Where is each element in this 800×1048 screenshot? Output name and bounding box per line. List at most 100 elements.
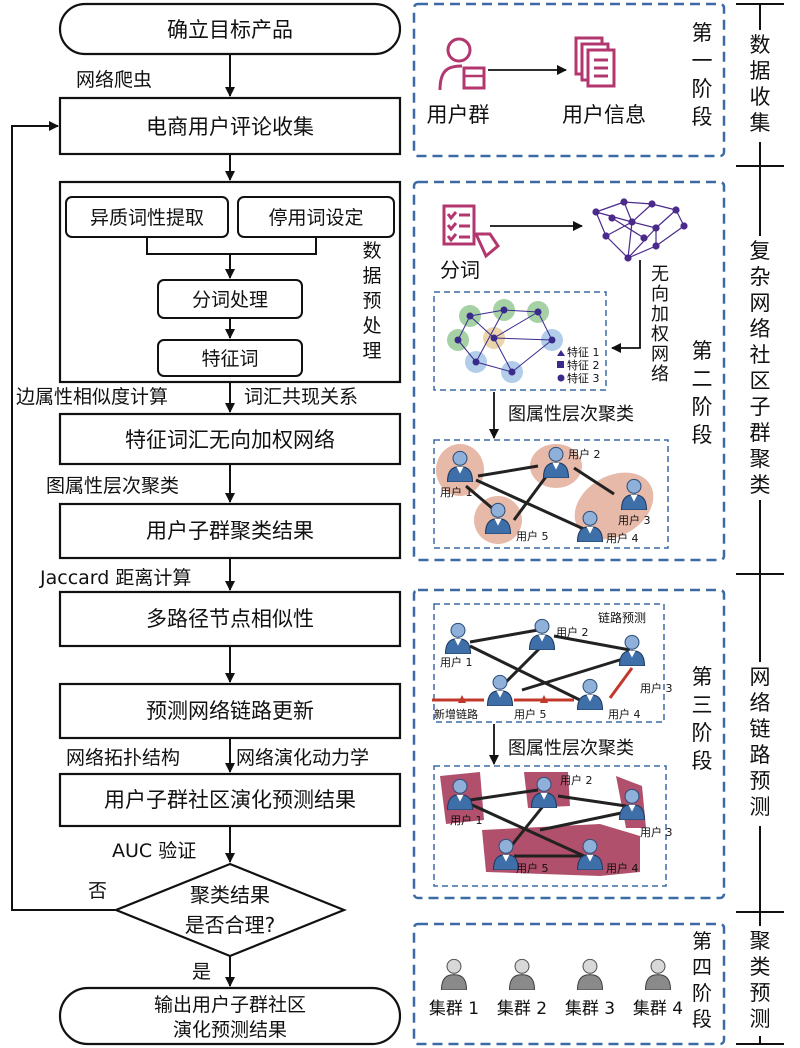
svg-text:链: 链 bbox=[750, 717, 771, 741]
s3b-user1-label: 用户 1 bbox=[450, 813, 483, 827]
svg-text:第: 第 bbox=[692, 339, 713, 363]
svg-text:类: 类 bbox=[750, 955, 771, 979]
stage4-label: 第 四 阶 段 bbox=[692, 929, 712, 1031]
svg-text:阶: 阶 bbox=[692, 721, 713, 745]
legend-feature-2: 特征 2 bbox=[567, 358, 600, 372]
feature-legend: 特征 1 特征 2 特征 3 bbox=[557, 345, 600, 385]
edge-label-hier-cluster: 图属性层次聚类 bbox=[46, 475, 179, 497]
preprocess-group: 异质词性提取 停用词设定 分词处理 特征词 数 据 预 处 理 bbox=[58, 180, 402, 384]
s3a-user1-label: 用户 1 bbox=[440, 655, 473, 669]
legend-feature-3: 特征 3 bbox=[567, 371, 600, 385]
s2-user5-label: 用户 5 bbox=[516, 529, 549, 543]
s3a-user2-label: 用户 2 bbox=[556, 625, 589, 639]
svg-text:据: 据 bbox=[362, 265, 381, 287]
user-group-icon bbox=[438, 37, 486, 91]
flow-evolution-result: 用户子群社区演化预测结果 bbox=[58, 772, 402, 828]
stage2-box: 分词 无 向 加 权 网 络 bbox=[412, 180, 726, 562]
edge-label-cooccurrence: 词汇共现关系 bbox=[244, 386, 358, 408]
cluster4-icon bbox=[644, 958, 672, 990]
label-user-info: 用户信息 bbox=[562, 103, 646, 127]
label-hier-cluster-2: 图属性层次聚类 bbox=[508, 404, 634, 425]
cluster3-icon bbox=[576, 958, 604, 990]
svg-text:段: 段 bbox=[692, 105, 713, 129]
edge-label-jaccard: Jaccard 距离计算 bbox=[39, 567, 191, 589]
node-link-update: 预测网络链路更新 bbox=[146, 699, 314, 723]
phase-label-cluster-prediction: 聚 类 预 测 bbox=[748, 926, 772, 1036]
edge-label-topology: 网络拓扑结构 bbox=[66, 747, 180, 769]
decision-line1: 聚类结果 bbox=[190, 883, 270, 907]
svg-text:第: 第 bbox=[692, 665, 713, 689]
svg-text:收: 收 bbox=[750, 85, 771, 109]
label-hier-cluster-3: 图属性层次聚类 bbox=[508, 738, 634, 759]
node-evolution-result: 用户子群社区演化预测结果 bbox=[104, 788, 356, 812]
label-new-link: 新增链路 bbox=[434, 707, 478, 721]
label-cluster-4: 集群 4 bbox=[633, 999, 683, 1019]
svg-text:阶: 阶 bbox=[692, 395, 713, 419]
svg-text:段: 段 bbox=[692, 749, 713, 773]
edge-label-auc: AUC 验证 bbox=[112, 840, 196, 862]
node-feature-words: 特征词 bbox=[201, 348, 258, 370]
documents-icon bbox=[574, 36, 616, 88]
svg-text:预: 预 bbox=[362, 290, 381, 312]
svg-text:第: 第 bbox=[692, 929, 712, 953]
node-multipath-similarity: 多路径节点相似性 bbox=[146, 607, 314, 631]
svg-text:网: 网 bbox=[750, 665, 771, 689]
svg-text:络: 络 bbox=[651, 364, 669, 385]
s3a-user4-label: 用户 4 bbox=[608, 707, 641, 721]
flow-decision: 聚类结果 是否合理? bbox=[113, 862, 347, 958]
label-cluster-3: 集群 3 bbox=[565, 999, 615, 1019]
svg-text:杂: 杂 bbox=[750, 265, 771, 289]
svg-text:聚: 聚 bbox=[750, 929, 771, 953]
svg-text:三: 三 bbox=[692, 693, 713, 717]
checklist-icon bbox=[442, 204, 500, 259]
stage2-label: 第 二 阶 段 bbox=[692, 339, 713, 447]
flow-cluster-result: 用户子群聚类结果 bbox=[58, 502, 402, 560]
node-output-line2: 演化预测结果 bbox=[173, 1019, 287, 1041]
label-cluster-1: 集群 1 bbox=[429, 999, 479, 1019]
preprocess-label: 数 据 预 处 理 bbox=[362, 240, 381, 362]
node-segmentation: 分词处理 bbox=[192, 289, 268, 311]
s3b-user4-label: 用户 4 bbox=[606, 861, 639, 875]
edge-label-crawler: 网络爬虫 bbox=[76, 69, 152, 91]
user-clusters-stage2 bbox=[436, 444, 654, 544]
stage1-box: 用户群 用户信息 第 一 阶 段 bbox=[412, 2, 726, 158]
svg-text:子: 子 bbox=[750, 395, 771, 419]
svg-text:路: 路 bbox=[750, 743, 771, 767]
svg-text:络: 络 bbox=[750, 317, 771, 341]
s2-user1-label: 用户 1 bbox=[440, 485, 473, 499]
stage1-label: 第 一 阶 段 bbox=[692, 21, 713, 129]
stage3-box: 链路预测 用户 1 用户 2 用户 3 用户 4 用 bbox=[412, 588, 726, 900]
purple-network-icon bbox=[592, 198, 688, 262]
flow-end: 输出用户子群社区 演化预测结果 bbox=[58, 986, 402, 1046]
phase-label-link-prediction: 网 络 链 路 预 测 bbox=[748, 662, 772, 826]
svg-text:预: 预 bbox=[750, 981, 771, 1005]
s3a-user5-label: 用户 5 bbox=[514, 707, 547, 721]
s3b-user3-label: 用户 3 bbox=[640, 825, 673, 839]
svg-text:向: 向 bbox=[651, 284, 669, 305]
s3a-user3-label: 用户 3 bbox=[640, 681, 673, 695]
svg-text:据: 据 bbox=[750, 59, 771, 83]
node-weighted-network: 特征词汇无向加权网络 bbox=[125, 428, 335, 452]
svg-text:权: 权 bbox=[651, 324, 669, 345]
node-output-line1: 输出用户子群社区 bbox=[154, 994, 306, 1016]
svg-text:四: 四 bbox=[692, 955, 712, 979]
legend-feature-1: 特征 1 bbox=[567, 345, 600, 359]
svg-text:处: 处 bbox=[362, 315, 381, 337]
decision-line2: 是否合理? bbox=[185, 913, 276, 937]
svg-text:社: 社 bbox=[750, 343, 771, 367]
svg-text:理: 理 bbox=[362, 340, 381, 362]
flow-network: 特征词汇无向加权网络 bbox=[58, 412, 402, 466]
s3b-user5-label: 用户 5 bbox=[516, 861, 549, 875]
node-review-collection: 电商用户评论收集 bbox=[146, 115, 314, 139]
s3b-user2-label: 用户 2 bbox=[560, 773, 593, 787]
feature-network-icon bbox=[447, 299, 563, 383]
svg-text:络: 络 bbox=[750, 691, 771, 715]
label-cluster-2: 集群 2 bbox=[497, 999, 547, 1019]
svg-text:数: 数 bbox=[750, 33, 771, 57]
label-segmentation: 分词 bbox=[440, 258, 480, 282]
stage3-label: 第 三 阶 段 bbox=[692, 665, 713, 773]
node-target-product: 确立目标产品 bbox=[167, 18, 293, 42]
edge-label-dynamics: 网络演化动力学 bbox=[236, 747, 369, 769]
svg-text:第: 第 bbox=[692, 21, 713, 45]
flow-collect: 电商用户评论收集 bbox=[58, 96, 402, 156]
